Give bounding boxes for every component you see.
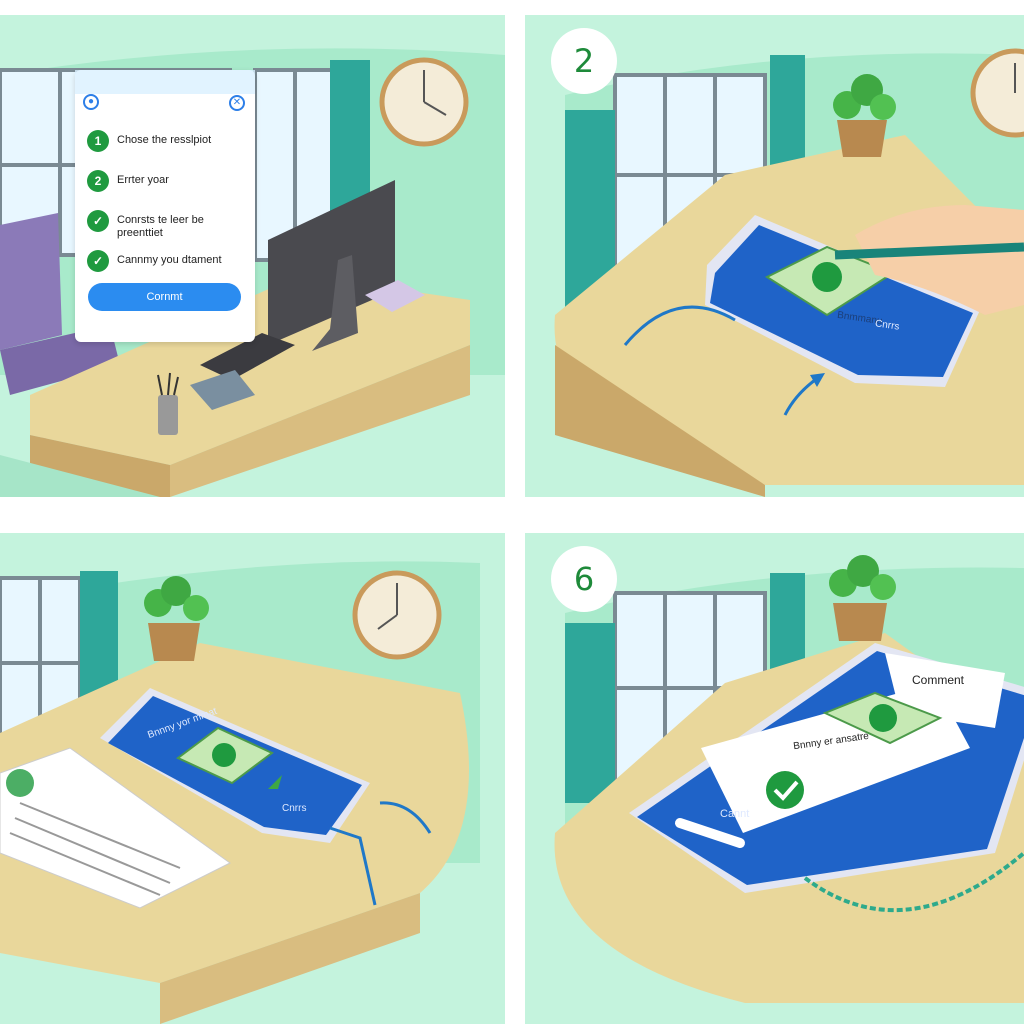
phone-home-bar <box>675 818 745 848</box>
chair <box>0 213 62 350</box>
confirm-title: Comment <box>912 673 965 687</box>
step-dialog: ● ✕ 1 Chose the resslpiot 2 Errter yoar … <box>75 70 255 342</box>
clock-icon <box>352 570 442 660</box>
confirm-button[interactable]: Cornmt <box>88 283 241 311</box>
info-icon[interactable]: ● <box>83 94 99 110</box>
panel-1: ● ✕ 1 Chose the resslpiot 2 Errter yoar … <box>0 15 505 497</box>
hand-pen-icon <box>834 205 1024 315</box>
clock-icon <box>379 57 469 147</box>
monitor <box>268 180 395 345</box>
arrow-icon <box>268 775 282 789</box>
plant-icon <box>144 576 209 661</box>
dialog-header <box>75 70 255 94</box>
dialog-item-2[interactable]: 2 Errter yoar <box>87 170 245 192</box>
step-badge: 2 <box>551 28 617 94</box>
phone-button[interactable]: Cnrrs <box>282 803 307 814</box>
money-icon <box>176 726 274 785</box>
check-icon: ✓ <box>87 250 109 272</box>
check-icon <box>766 771 804 809</box>
step-number-2: 2 <box>87 170 109 192</box>
dialog-item-label: Cannmy you dtament <box>117 254 222 266</box>
plant-icon <box>833 74 896 157</box>
panel-3-scene <box>0 533 505 1024</box>
panel-3: Bnnny yor mmat Cnrrs <box>0 533 505 1024</box>
dialog-item-label: Chose the resslpiot <box>117 134 212 146</box>
money-icon <box>822 691 943 745</box>
close-icon[interactable]: ✕ <box>229 95 245 111</box>
confirm-button[interactable]: Cannt <box>720 808 750 820</box>
cable <box>329 826 377 906</box>
arrow-icon <box>623 305 736 346</box>
pen-cup <box>158 395 178 435</box>
dialog-item-label: Errter yoar <box>117 174 169 186</box>
dialog-item-label: Conrsts te leer be preenttiet <box>117 214 204 239</box>
curtain <box>565 623 615 803</box>
document <box>0 747 231 909</box>
panel-4-scene <box>525 533 1024 1024</box>
panel-4: 6 Comment Bnnny er ansatre Cannt <box>525 533 1024 1024</box>
step-badge: 6 <box>551 546 617 612</box>
step-number-1: 1 <box>87 130 109 152</box>
panel-2-scene <box>525 15 1024 497</box>
clock-icon <box>970 48 1024 138</box>
dialog-item-3[interactable]: ✓ Conrsts te leer be preenttiet <box>87 210 245 240</box>
plant-icon <box>829 555 896 641</box>
panel-2: 2 Bnmmanu Cnrrs <box>525 15 1024 497</box>
cable <box>803 851 1024 913</box>
check-icon: ✓ <box>87 210 109 232</box>
dialog-item-4[interactable]: ✓ Cannmy you dtament <box>87 250 245 272</box>
dialog-item-1[interactable]: 1 Chose the resslpiot <box>87 130 245 152</box>
keyboard <box>200 333 295 380</box>
